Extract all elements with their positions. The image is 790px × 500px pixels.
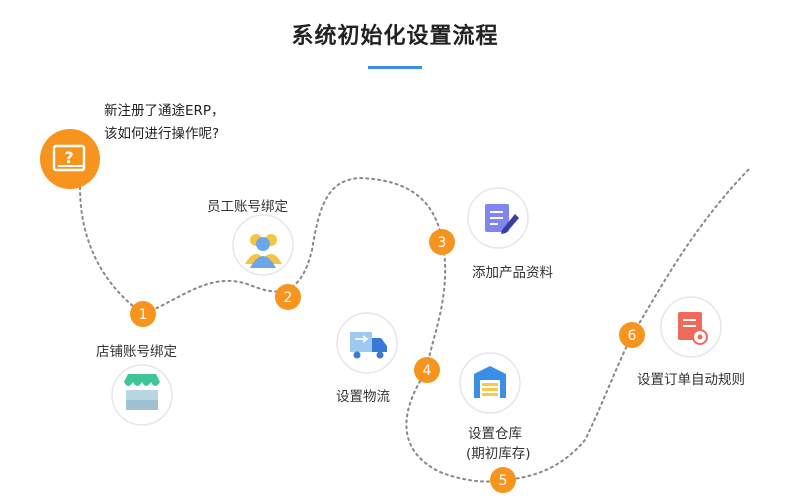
step-label-1: 店铺账号绑定 [96, 344, 177, 360]
step-label-6: 设置订单自动规则 [637, 372, 745, 388]
store-icon [111, 364, 173, 426]
document-edit-icon [467, 187, 529, 249]
intro-line-2: 该如何进行操作呢? [104, 126, 220, 142]
svg-text:3: 3 [438, 235, 447, 251]
step-badge-5: 5 [490, 467, 516, 493]
step-label-5-line-1: 设置仓库 [468, 426, 522, 442]
truck-icon [336, 312, 398, 374]
step-label-3: 添加产品资料 [472, 265, 553, 281]
step-badge-4: 4 [414, 357, 440, 383]
step-badge-6: 6 [619, 322, 645, 348]
title-underline [368, 66, 422, 69]
users-icon [232, 214, 294, 276]
step-label-2: 员工账号绑定 [207, 199, 288, 215]
svg-text:6: 6 [628, 328, 637, 344]
step-badge-2: 2 [275, 284, 301, 310]
step-badge-1: 1 [130, 301, 156, 327]
flow-path [79, 167, 751, 483]
svg-text:?: ? [64, 148, 73, 167]
step-label-5: 设置仓库 (期初库存) [466, 424, 531, 464]
svg-text:4: 4 [423, 363, 432, 379]
question-book-icon: ? [40, 129, 100, 189]
step-label-4: 设置物流 [336, 389, 390, 405]
intro-question: 新注册了通途ERP， 该如何进行操作呢? [104, 100, 225, 146]
svg-text:2: 2 [284, 290, 293, 306]
warehouse-icon [459, 352, 521, 414]
svg-text:5: 5 [499, 473, 508, 489]
step-badge-3: 3 [429, 229, 455, 255]
svg-text:1: 1 [139, 307, 148, 323]
step-label-5-line-2: (期初库存) [466, 446, 531, 462]
intro-line-1: 新注册了通途ERP， [104, 103, 225, 119]
order-rules-icon [660, 296, 722, 358]
page-title: 系统初始化设置流程 [291, 24, 499, 49]
